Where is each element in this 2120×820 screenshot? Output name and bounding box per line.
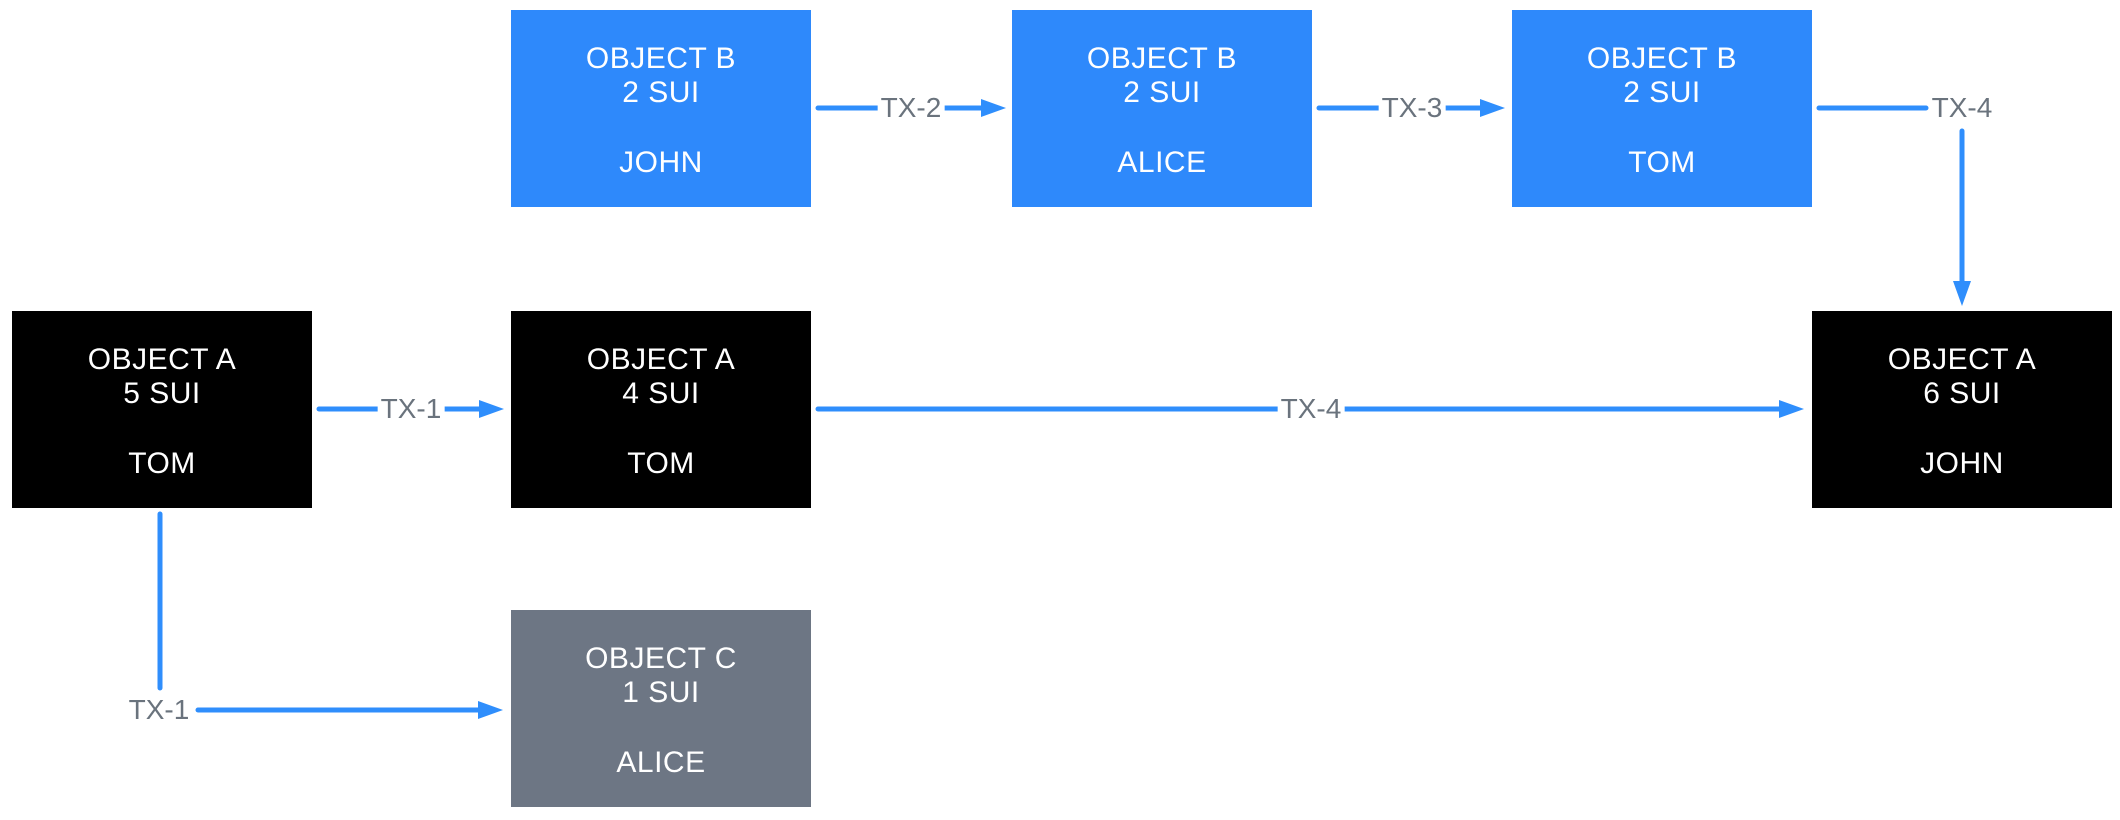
- node-title: OBJECT A: [586, 343, 736, 376]
- node-title: OBJECT C: [585, 642, 737, 675]
- edge-label-tx4-top: TX-4: [1928, 93, 1996, 123]
- node-object-c-alice: OBJECT C 1 SUI ALICE: [511, 610, 811, 807]
- node-title: OBJECT B: [1586, 42, 1738, 75]
- node-object-a-5-sui-tom: OBJECT A 5 SUI TOM: [12, 311, 312, 508]
- node-amount: 2 SUI: [1623, 76, 1701, 109]
- edge-tx3-arrowhead: [1480, 99, 1505, 117]
- node-owner: JOHN: [1920, 447, 2004, 480]
- node-owner: ALICE: [616, 746, 706, 779]
- edge-tx4-top-arrowhead: [1953, 281, 1971, 306]
- edge-tx1-mid-arrowhead: [479, 400, 504, 418]
- edge-tx4-mid-arrowhead: [1779, 400, 1804, 418]
- node-amount: 5 SUI: [123, 377, 201, 410]
- node-object-a-4-sui-tom: OBJECT A 4 SUI TOM: [511, 311, 811, 508]
- edge-label-tx1-bottom: TX-1: [125, 695, 193, 725]
- edge-label-tx1-mid: TX-1: [377, 394, 445, 424]
- edge-label-tx3: TX-3: [1378, 93, 1446, 123]
- node-title: OBJECT B: [1086, 42, 1238, 75]
- node-object-b-john: OBJECT B 2 SUI JOHN: [511, 10, 811, 207]
- node-amount: 6 SUI: [1923, 377, 2001, 410]
- node-object-a-6-sui-john: OBJECT A 6 SUI JOHN: [1812, 311, 2112, 508]
- edge-tx1-bottom-arrowhead: [478, 701, 503, 719]
- node-owner: TOM: [1628, 146, 1696, 179]
- node-title: OBJECT A: [87, 343, 237, 376]
- node-amount: 2 SUI: [622, 76, 700, 109]
- edge-label-tx4-mid: TX-4: [1277, 394, 1345, 424]
- node-title: OBJECT B: [585, 42, 737, 75]
- node-owner: TOM: [627, 447, 695, 480]
- edge-label-tx2: TX-2: [877, 93, 945, 123]
- node-object-b-tom: OBJECT B 2 SUI TOM: [1512, 10, 1812, 207]
- node-title: OBJECT A: [1887, 343, 2037, 376]
- node-amount: 1 SUI: [622, 676, 700, 709]
- node-owner: ALICE: [1117, 146, 1207, 179]
- edge-tx2-arrowhead: [981, 99, 1006, 117]
- node-amount: 2 SUI: [1123, 76, 1201, 109]
- node-owner: TOM: [128, 447, 196, 480]
- node-amount: 4 SUI: [622, 377, 700, 410]
- node-owner: JOHN: [619, 146, 703, 179]
- node-object-b-alice: OBJECT B 2 SUI ALICE: [1012, 10, 1312, 207]
